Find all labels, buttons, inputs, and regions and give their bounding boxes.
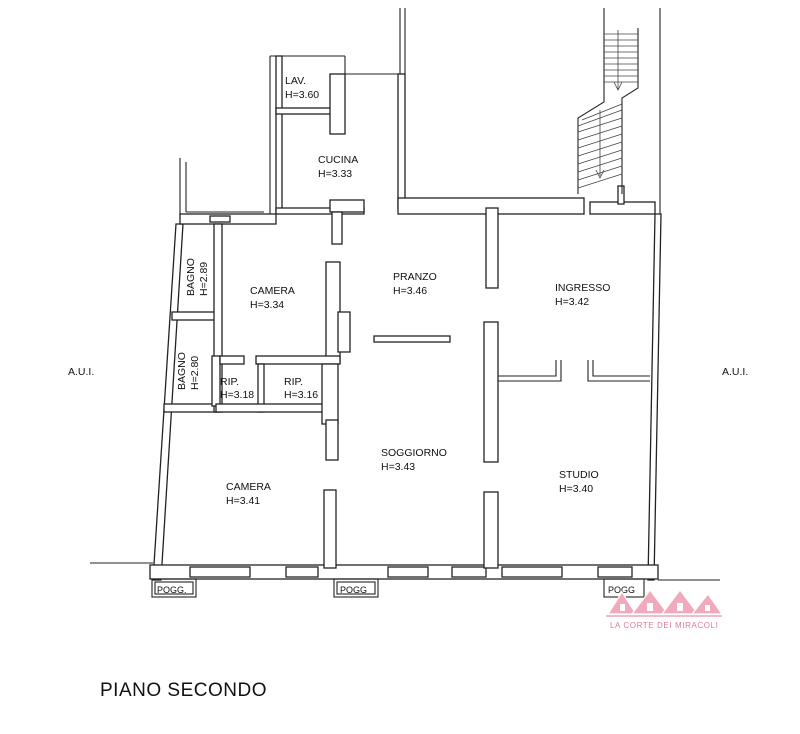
balcony-label-1: POGG.	[157, 585, 187, 595]
room-bagno2-name: BAGNO	[176, 352, 188, 390]
room-studio-name: STUDIO	[559, 469, 599, 481]
room-studio-height: H=3.40	[559, 483, 593, 495]
room-bagno1-height: H=2.89	[198, 262, 210, 296]
room-pranzo-name: PRANZO	[393, 271, 437, 283]
room-cucina-height: H=3.33	[318, 168, 352, 180]
room-ingresso-height: H=3.42	[555, 296, 589, 308]
room-camera2-name: CAMERA	[226, 481, 271, 493]
room-camera1-height: H=3.34	[250, 299, 284, 311]
room-labels: LAV. H=3.60 CUCINA H=3.33 BAGNO H=2.89 C…	[68, 75, 748, 595]
room-lav-name: LAV.	[285, 75, 306, 87]
balcony-label-2: POGG	[340, 585, 367, 595]
room-lav-height: H=3.60	[285, 89, 319, 101]
room-rip2-name: RIP.	[284, 376, 303, 388]
room-rip2-height: H=3.16	[284, 389, 318, 401]
room-rip1-name: RIP.	[220, 376, 239, 388]
room-rip1-height: H=3.18	[220, 389, 254, 401]
room-camera1-name: CAMERA	[250, 285, 295, 297]
balcony-label-3: POGG	[608, 585, 635, 595]
logo-text: LA CORTE DEI MIRACOLI	[610, 621, 719, 630]
floor-title: PIANO SECONDO	[100, 680, 267, 701]
neighbor-left-label: A.U.I.	[68, 366, 94, 378]
neighbor-right-label: A.U.I.	[722, 366, 748, 378]
walls	[90, 8, 720, 581]
room-pranzo-height: H=3.46	[393, 285, 427, 297]
room-ingresso-name: INGRESSO	[555, 282, 610, 294]
room-camera2-height: H=3.41	[226, 495, 260, 507]
room-cucina-name: CUCINA	[318, 154, 358, 166]
room-soggiorno-height: H=3.43	[381, 461, 415, 473]
room-bagno1-name: BAGNO	[185, 258, 197, 296]
staircase	[577, 8, 661, 214]
room-soggiorno-name: SOGGIORNO	[381, 447, 447, 459]
room-bagno2-height: H=2.80	[189, 356, 201, 390]
logo-houses-icon	[606, 589, 724, 617]
balconies	[151, 578, 645, 598]
